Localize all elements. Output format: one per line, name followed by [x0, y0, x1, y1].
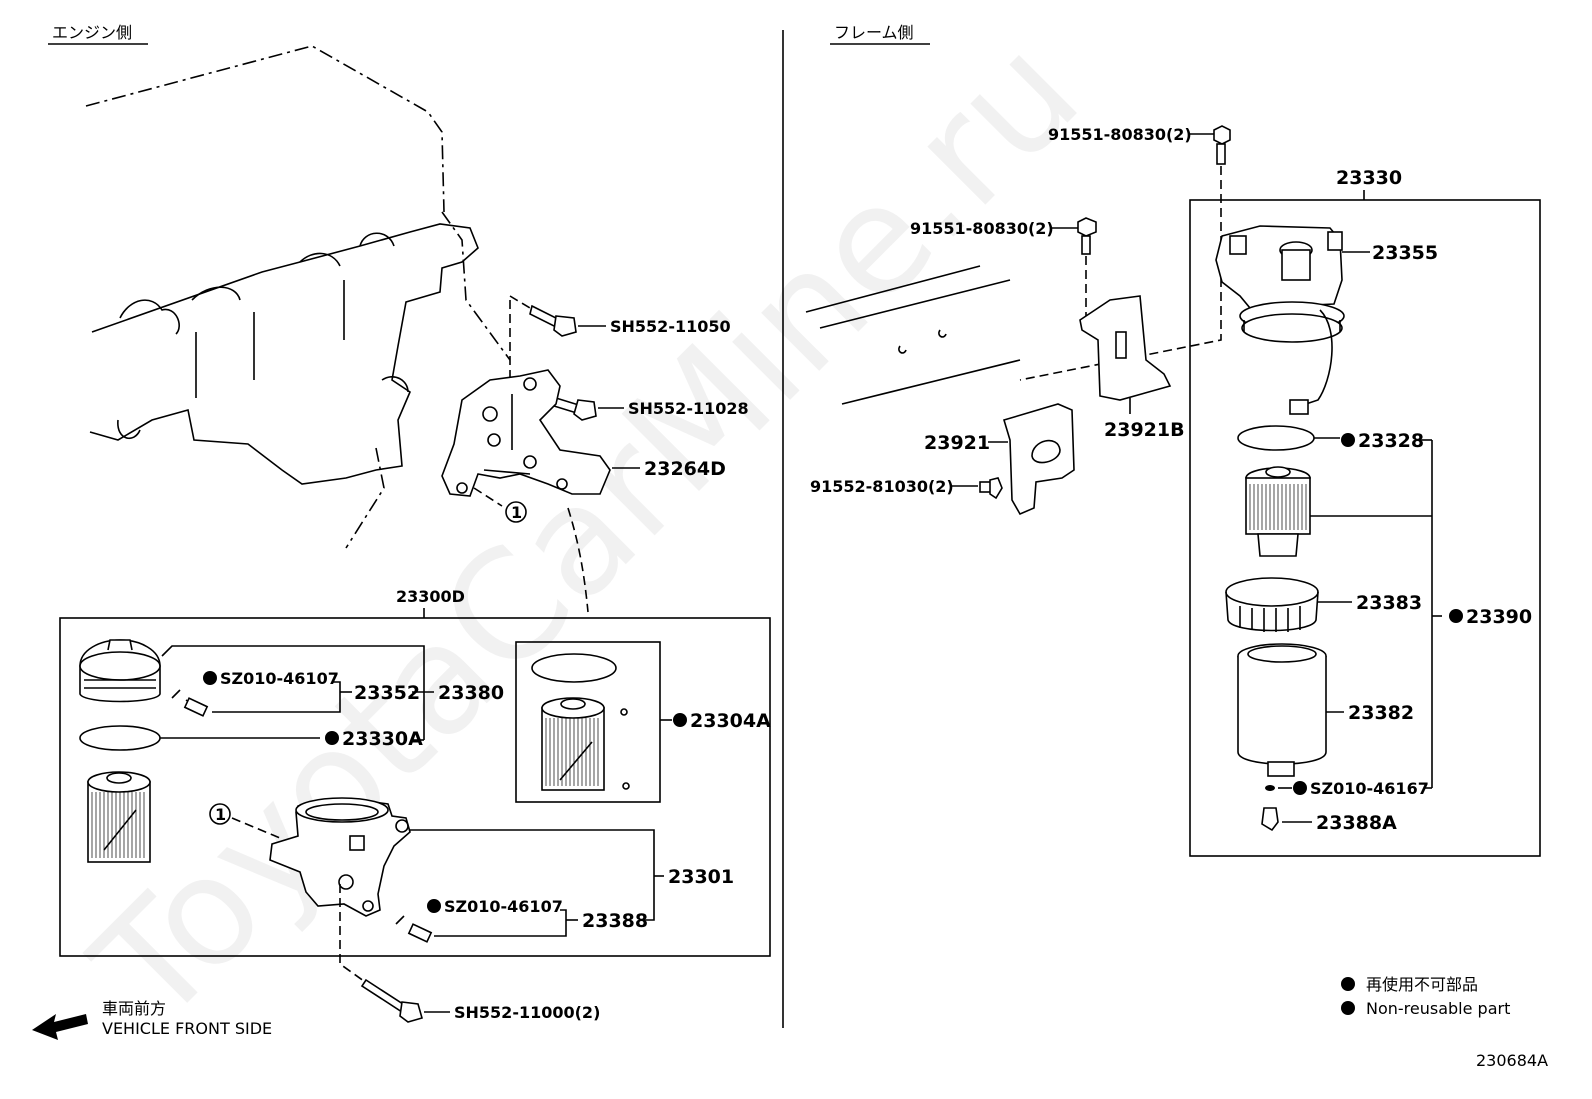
legend-jp: 再使用不可部品: [1366, 975, 1478, 994]
legend: 再使用不可部品 Non-reusable part: [1341, 975, 1510, 1018]
circle-ref-1-top: 1: [511, 503, 522, 522]
label-seal-2: SZ010-46107: [444, 897, 563, 916]
arrow-left-icon: [32, 1014, 88, 1040]
kit-23390[interactable]: 23390: [1432, 606, 1532, 628]
oring-23328[interactable]: 23328: [1237, 425, 1433, 788]
label-bolt-sh552-11000: SH552-11000(2): [454, 1003, 600, 1022]
label-part-23388: 23388: [582, 910, 648, 932]
bowl-23382[interactable]: 23382: [1237, 643, 1414, 777]
label-part-23301: 23301: [668, 866, 734, 888]
vehicle-front-indicator: 車両前方 VEHICLE FRONT SIDE: [32, 999, 272, 1040]
label-part-23921b: 23921B: [1104, 419, 1185, 441]
kit-23304a[interactable]: 23304A: [515, 641, 771, 803]
seal-sz010-46167[interactable]: SZ010-46167: [1265, 779, 1432, 798]
watermark: ToyotaCarMine.ru: [62, 6, 1112, 1056]
bolt-sh552-11050[interactable]: SH552-11050: [509, 295, 731, 337]
plug-23388[interactable]: SZ010-46107 23388: [395, 897, 648, 943]
filter-element-left[interactable]: [87, 771, 151, 863]
bracket-23921[interactable]: 23921: [924, 403, 1075, 516]
bolt-91552-81030[interactable]: 91552-81030(2): [810, 477, 1003, 500]
filter-element-right[interactable]: [1245, 466, 1432, 557]
label-assembly-23300d: 23300D: [396, 587, 465, 606]
label-part-23328: 23328: [1358, 430, 1424, 452]
label-bolt-c: 91552-81030(2): [810, 477, 954, 496]
label-part-23921: 23921: [924, 432, 990, 454]
assembly-23330[interactable]: 23330: [1189, 167, 1541, 857]
assembly-23300d[interactable]: 23300D: [59, 587, 771, 957]
bolt-91551-80830-top[interactable]: 91551-80830(2): [1019, 125, 1231, 381]
filter-head-23355[interactable]: 23355: [1215, 225, 1438, 415]
header-engine-side: エンジン側: [52, 23, 132, 42]
frame-outline: [805, 265, 1021, 405]
bracket-23264d[interactable]: 23264D 1: [441, 300, 726, 613]
bolt-sh552-11000[interactable]: SH552-11000(2): [339, 884, 600, 1023]
drain-plug-23388a[interactable]: 23388A: [1261, 807, 1397, 834]
label-part-23330: 23330: [1336, 167, 1402, 189]
label-bolt-a: 91551-80830(2): [1048, 125, 1192, 144]
housing-23301[interactable]: 1 23301: [209, 797, 734, 921]
vehicle-front-en: VEHICLE FRONT SIDE: [102, 1019, 272, 1038]
label-bolt-sh552-11050: SH552-11050: [610, 317, 731, 336]
label-part-23330a: 23330A: [342, 728, 423, 750]
plug-23352[interactable]: SZ010-46107 23352 23380: [171, 669, 504, 717]
bolt-sh552-11028[interactable]: SH552-11028: [553, 396, 749, 421]
label-bracket-23264d: 23264D: [644, 458, 726, 480]
label-part-23352: 23352: [354, 682, 420, 704]
legend-en: Non-reusable part: [1366, 999, 1510, 1018]
label-part-23355: 23355: [1372, 242, 1438, 264]
label-part-23388a: 23388A: [1316, 812, 1397, 834]
ring-23383[interactable]: 23383: [1225, 577, 1422, 632]
label-seal-1: SZ010-46107: [220, 669, 339, 688]
vehicle-front-jp: 車両前方: [102, 999, 166, 1018]
label-part-23304a: 23304A: [690, 710, 771, 732]
label-part-23390: 23390: [1466, 606, 1532, 628]
cap-23380[interactable]: [79, 639, 425, 740]
bracket-23921b[interactable]: 23921B: [1079, 295, 1185, 441]
label-seal-3: SZ010-46167: [1310, 779, 1429, 798]
engine-outline: [85, 45, 511, 549]
circle-ref-1-bottom: 1: [215, 805, 226, 824]
oring-23330a[interactable]: 23330A: [79, 725, 424, 751]
label-part-23382: 23382: [1348, 702, 1414, 724]
figure-id: 230684A: [1476, 1051, 1548, 1070]
label-part-23380: 23380: [438, 682, 504, 704]
label-part-23383: 23383: [1356, 592, 1422, 614]
label-bolt-b: 91551-80830(2): [910, 219, 1054, 238]
label-bolt-sh552-11028: SH552-11028: [628, 399, 749, 418]
header-frame-side: フレーム側: [834, 23, 914, 42]
